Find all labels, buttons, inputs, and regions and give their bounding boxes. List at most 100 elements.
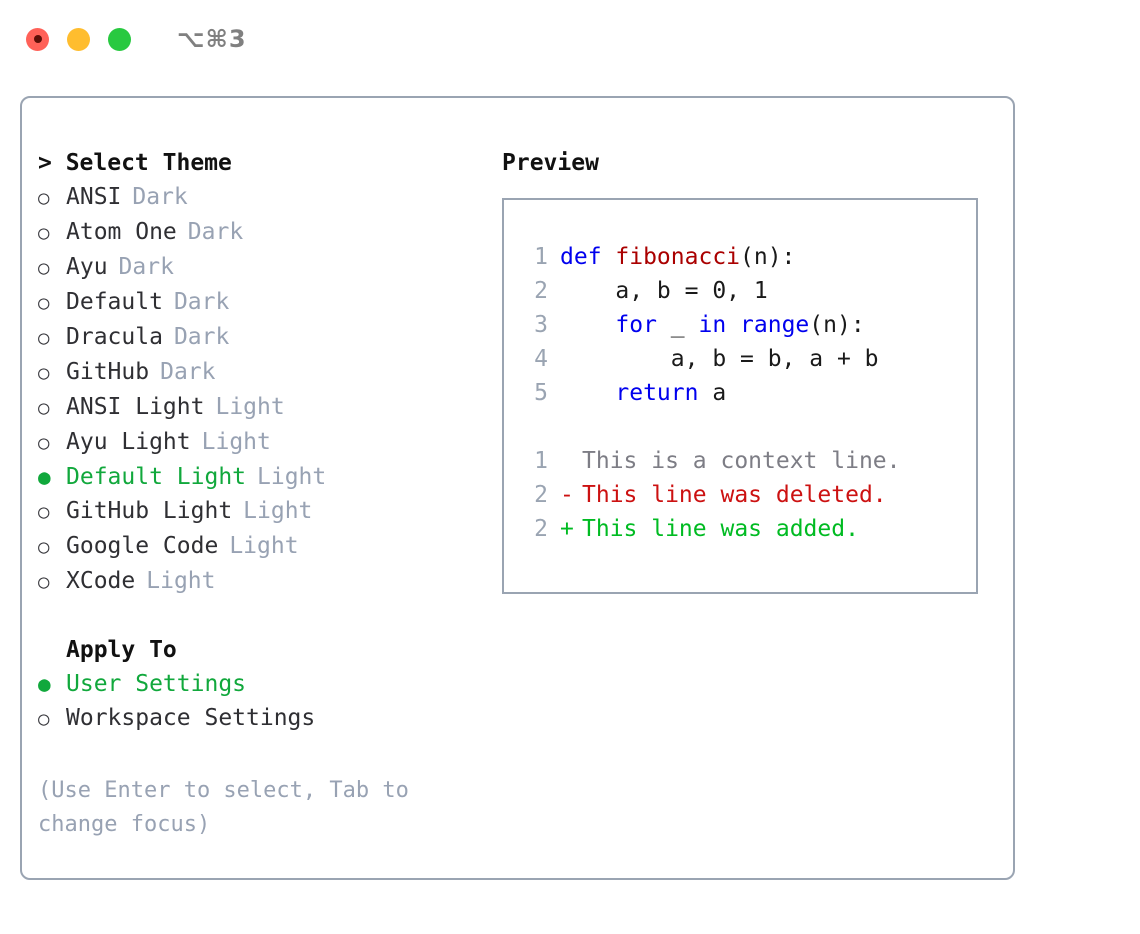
theme-option-category: Dark [160, 359, 216, 385]
theme-option-category: Dark [132, 184, 188, 210]
close-button[interactable] [26, 27, 49, 51]
apply-to-option-label: Workspace Settings [66, 705, 316, 731]
diff-line-number: 2 [534, 482, 548, 508]
radio-unselected-icon: ○ [38, 397, 50, 419]
theme-option-category: Light [229, 533, 299, 559]
radio-selected-icon: ● [38, 672, 51, 696]
theme-option-label: GitHub [66, 359, 150, 385]
theme-option-github-light[interactable]: ○ GitHub Light Light [38, 494, 488, 529]
code-token-keyword: def [560, 244, 616, 270]
radio-unselected-icon: ○ [38, 187, 50, 209]
diff-marker-icon: - [560, 482, 574, 508]
code-token-plain: (n): [809, 312, 865, 338]
theme-option-atom-one[interactable]: ○ Atom One Dark [38, 215, 488, 250]
window-title-shortcut: ⌥⌘3 [177, 25, 247, 53]
code-token-plain: _ [656, 312, 699, 338]
diff-line-number: 2 [534, 516, 548, 542]
radio-unselected-icon: ○ [38, 501, 50, 523]
apply-to-option-label: User Settings [66, 671, 247, 697]
code-token-plain: a, b = b, a + b [560, 346, 879, 372]
theme-option-dracula[interactable]: ○ Dracula Dark [38, 320, 488, 355]
code-token-plain: a [698, 380, 727, 406]
theme-option-label: Dracula [66, 324, 163, 350]
theme-option-ayu[interactable]: ○ Ayu Dark [38, 250, 488, 285]
code-diff-gap [522, 410, 976, 444]
code-token-keyword: for [560, 312, 657, 338]
code-line-number: 3 [534, 312, 548, 338]
theme-option-category: Dark [173, 324, 230, 350]
theme-option-category: Light [257, 464, 327, 490]
radio-unselected-icon: ○ [38, 327, 50, 349]
code-line: 2 a, b = 0, 1 [522, 274, 976, 308]
radio-selected-icon: ● [38, 465, 51, 489]
code-token-plain: (n): [740, 244, 796, 270]
theme-option-category: Light [146, 568, 216, 594]
radio-unselected-icon: ○ [38, 432, 50, 454]
theme-option-label: ANSI [66, 184, 122, 210]
traffic-lights [26, 27, 131, 51]
keyboard-hint: (Use Enter to select, Tab to change focu… [38, 778, 423, 837]
theme-option-ayu-light[interactable]: ○ Ayu Light Light [38, 425, 488, 460]
radio-unselected-icon: ○ [38, 257, 50, 279]
theme-option-category: Light [201, 429, 271, 455]
theme-option-ansi-light[interactable]: ○ ANSI Light Light [38, 390, 488, 425]
diff-line-number: 1 [534, 448, 548, 474]
preview-header: Preview [502, 150, 599, 176]
radio-unselected-icon: ○ [38, 571, 50, 593]
diff-marker-icon: + [560, 516, 574, 542]
theme-option-label: Default [66, 289, 163, 315]
theme-option-category: Dark [173, 289, 230, 315]
code-line: 3 for _ in range(n): [522, 308, 976, 342]
radio-unselected-icon: ○ [38, 292, 50, 314]
radio-unselected-icon: ○ [38, 222, 50, 244]
code-line: 1 def fibonacci(n): [522, 240, 976, 274]
code-token-function: fibonacci [615, 244, 741, 270]
theme-option-category: Light [215, 394, 285, 420]
code-line-number: 2 [534, 278, 548, 304]
theme-option-category: Dark [118, 254, 174, 280]
select-theme-header: > Select Theme [38, 150, 232, 176]
theme-option-label: Ayu Light [66, 429, 191, 455]
theme-option-category: Light [243, 498, 313, 524]
theme-option-xcode[interactable]: ○ XCode Light [38, 564, 488, 599]
radio-unselected-icon: ○ [38, 708, 50, 730]
theme-option-label: Ayu [66, 254, 108, 280]
list-spacer [38, 599, 488, 633]
theme-option-github[interactable]: ○ GitHub Dark [38, 355, 488, 390]
radio-unselected-icon: ○ [38, 536, 50, 558]
code-line-number: 4 [534, 346, 548, 372]
diff-line-text: This is a context line. [582, 448, 901, 474]
code-token-keyword: return [560, 380, 699, 406]
theme-option-label: XCode [66, 568, 136, 594]
code-token-keyword: range [740, 312, 810, 338]
code-token-plain: a, b = 0, 1 [560, 278, 768, 304]
code-line: 5 return a [522, 376, 976, 410]
theme-option-ansi[interactable]: ○ ANSI Dark [38, 180, 488, 215]
diff-line-text: This line was deleted. [582, 482, 887, 508]
code-line: 4 a, b = b, a + b [522, 342, 976, 376]
maximize-button[interactable] [108, 27, 131, 51]
radio-unselected-icon: ○ [38, 362, 50, 384]
theme-option-label: GitHub Light [66, 498, 233, 524]
diff-line-text: This line was added. [582, 516, 859, 542]
theme-option-label: Atom One [66, 219, 177, 245]
theme-option-label: ANSI Light [66, 394, 205, 420]
theme-option-category: Dark [187, 219, 244, 245]
apply-to-option-user-settings[interactable]: ● User Settings [38, 667, 488, 701]
theme-option-default[interactable]: ○ Default Dark [38, 285, 488, 320]
apply-to-list[interactable]: ● User Settings ○ Workspace Settings [38, 667, 488, 736]
diff-line-delete: 2-This line was deleted. [522, 478, 976, 512]
minimize-button[interactable] [67, 27, 90, 51]
code-line-number: 1 [534, 244, 548, 270]
apply-to-option-workspace-settings[interactable]: ○ Workspace Settings [38, 701, 488, 736]
diff-line-add: 2 + This line was added. [522, 512, 976, 546]
diff-line-context: 1 This is a context line. [522, 444, 976, 478]
